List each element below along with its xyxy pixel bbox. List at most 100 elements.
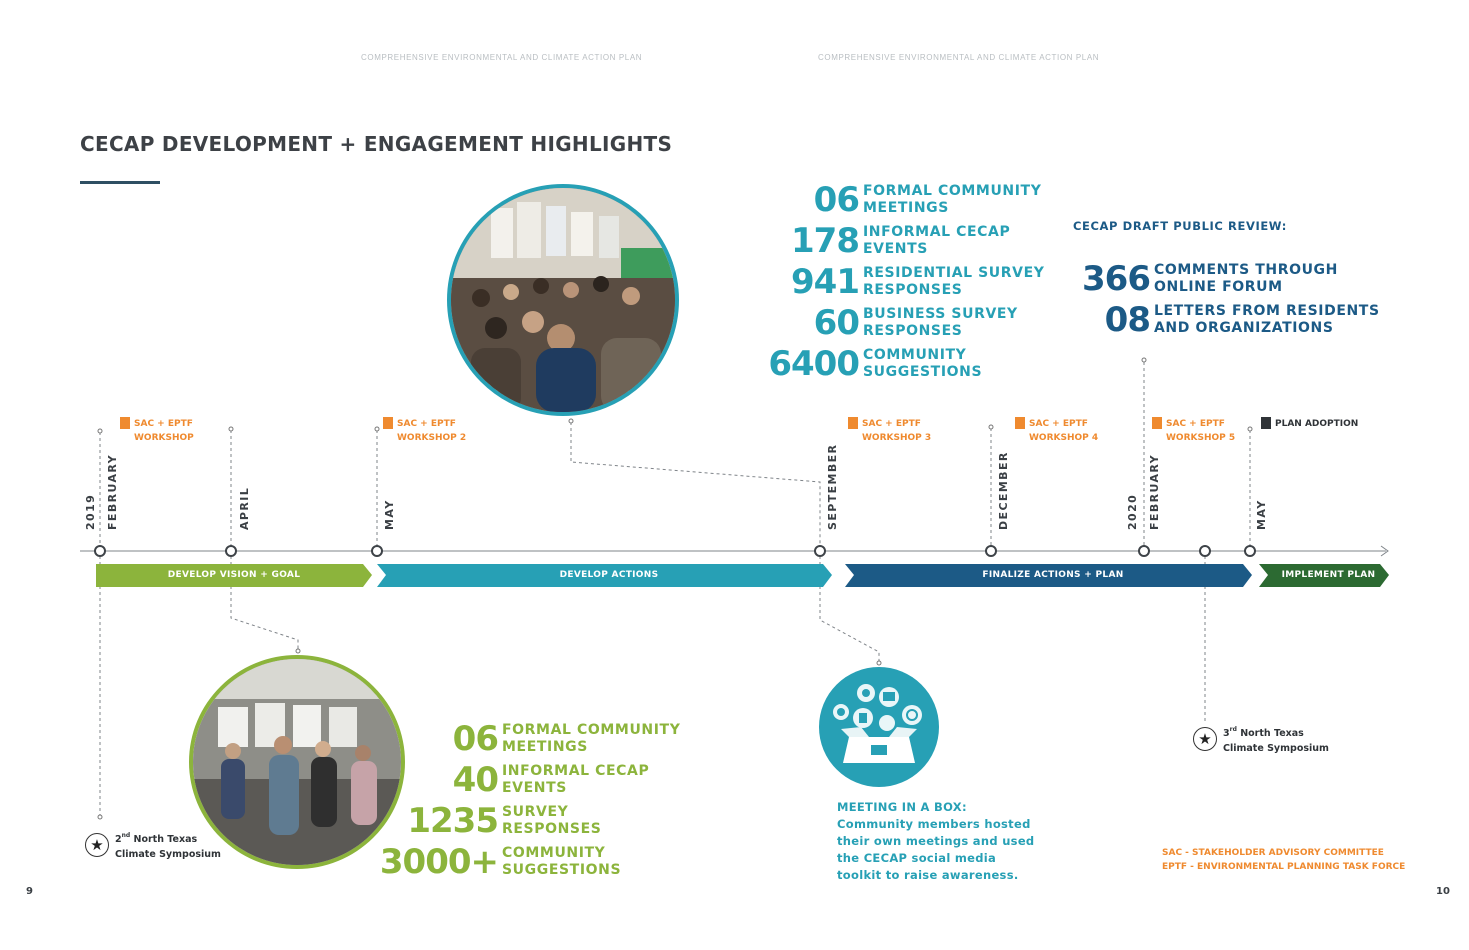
meeting-in-a-box-illustration [819,667,939,787]
meeting-box-line: toolkit to raise awareness. [837,868,1019,882]
meeting-box-line: their own meetings and used [837,834,1035,848]
black-flag-icon [1261,417,1271,429]
pin-dot [97,814,103,820]
legend-sac: SAC - STAKEHOLDER ADVISORY COMMITTEE [1162,848,1384,858]
timeline-node [1138,545,1150,557]
stat-number: 178 [791,220,860,261]
stat-label: RESIDENTIAL SURVEY RESPONSES [863,264,1045,298]
stat-label: BUSINESS SURVEY RESPONSES [863,305,1018,339]
meeting-box-line: the CECAP social media [837,851,997,865]
stat-label: FORMAL COMMUNITY MEETINGS [863,182,1042,216]
stat-row: 3000+ COMMUNITY SUGGESTIONS [360,841,680,882]
workshop-label: SAC + EPTF WORKSHOP 3 [862,419,932,443]
stat-row: 178 INFORMAL CECAP EVENTS [738,220,1045,261]
stat-label: INFORMAL CECAP EVENTS [502,762,650,796]
connector-photo-top [570,422,821,545]
tools-icon [871,745,887,755]
phase-label-finalize: FINALIZE ACTIONS + PLAN [982,570,1124,580]
connector-meeting-box [819,556,880,662]
stat-row: 40 INFORMAL CECAP EVENTS [360,759,680,800]
chat-icon [879,715,895,731]
stat-number: 60 [813,302,860,343]
workshop-label: SAC + EPTF WORKSHOP [134,419,194,443]
stat-number: 6400 [768,343,860,384]
stat-row: 08 LETTERS FROM RESIDENTS AND ORGANIZATI… [1070,299,1380,340]
axis-arrowhead [1380,545,1389,557]
orange-flag-icon [848,417,858,429]
stat-number: 3000+ [379,841,499,882]
pin-dot [988,424,994,430]
timeline-node [1199,545,1211,557]
stats-teal: 06 FORMAL COMMUNITY MEETINGS 178 INFORMA… [738,179,1045,384]
stat-row: 6400 COMMUNITY SUGGESTIONS [738,343,1045,384]
phase-label-vision: DEVELOP VISION + GOAL [167,570,301,580]
orange-flag-icon [383,417,393,429]
stat-label: COMMENTS THROUGH ONLINE FORUM [1154,261,1338,295]
stat-row: 366 COMMENTS THROUGH ONLINE FORUM [1070,258,1380,299]
stat-number: 06 [813,179,860,220]
stat-number: 1235 [407,800,499,841]
stat-label: COMMUNITY SUGGESTIONS [502,844,622,878]
workshop-4: SAC + EPTF WORKSHOP 4 [1015,417,1098,445]
phase-arrow-actions [377,564,832,587]
phase-label-implement: IMPLEMENT PLAN [1281,570,1376,580]
stat-row: 941 RESIDENTIAL SURVEY RESPONSES [738,261,1045,302]
running-head-right: COMPREHENSIVE ENVIRONMENTAL AND CLIMATE … [818,53,1100,62]
plan-adoption-label: PLAN ADOPTION [1275,419,1359,429]
star-icon: ★ [1193,727,1217,751]
phase-arrow-vision [96,564,372,587]
phase-arrow-finalize [845,564,1252,587]
pin-dot [1141,357,1147,363]
stats-public-review: 366 COMMENTS THROUGH ONLINE FORUM 08 LET… [1070,258,1380,340]
phase-arrow-implement [1259,564,1389,587]
stat-label: SURVEY RESPONSES [502,803,602,837]
stat-number: 06 [452,718,499,759]
stat-number: 941 [791,261,860,302]
workshop-1: SAC + EPTF WORKSHOP [120,417,194,445]
stat-label: LETTERS FROM RESIDENTS AND ORGANIZATIONS [1154,302,1380,336]
symposium-text: 3rd North Texas Climate Symposium [1223,726,1329,754]
workshop-3: SAC + EPTF WORKSHOP 3 [848,417,931,445]
workshop-label: SAC + EPTF WORKSHOP 5 [1166,419,1236,443]
pin-dot [295,648,301,654]
pin-dot [876,660,882,666]
pin-dot [568,418,574,424]
stat-number: 08 [1104,299,1151,340]
stat-number: 366 [1082,258,1151,299]
symposium-3: ★ 3rd North Texas Climate Symposium [1193,722,1329,756]
workshop-5: SAC + EPTF WORKSHOP 5 [1152,417,1235,445]
page-number-right: 10 [1436,886,1450,897]
timeline-node [371,545,383,557]
symposium-text: 2nd North Texas Climate Symposium [115,832,221,860]
stat-row: 60 BUSINESS SURVEY RESPONSES [738,302,1045,343]
pin-dot [374,426,380,432]
workshop-label: SAC + EPTF WORKSHOP 2 [397,419,467,443]
workshop-label: SAC + EPTF WORKSHOP 4 [1029,419,1099,443]
stat-row: 06 FORMAL COMMUNITY MEETINGS [738,179,1045,220]
orange-flag-icon [1015,417,1025,429]
timeline-node [814,545,826,557]
stat-label: FORMAL COMMUNITY MEETINGS [502,721,681,755]
stat-label: COMMUNITY SUGGESTIONS [863,346,983,380]
stat-row: 1235 SURVEY RESPONSES [360,800,680,841]
plan-adoption: PLAN ADOPTION [1261,417,1358,431]
stat-row: 06 FORMAL COMMUNITY MEETINGS [360,718,680,759]
title-underline [80,181,160,184]
open-house-photo [189,655,405,869]
pin-dot [97,428,103,434]
orange-flag-icon [1152,417,1162,429]
timeline-node [985,545,997,557]
phase-label-actions: DEVELOP ACTIONS [559,570,659,580]
refresh-icon [902,705,922,725]
pin-dot [228,426,234,432]
orange-flag-icon [120,417,130,429]
symposium-2: ★ 2nd North Texas Climate Symposium [85,828,221,862]
acronym-legend: SAC - STAKEHOLDER ADVISORY COMMITTEE EPT… [1162,846,1405,874]
stats-green: 06 FORMAL COMMUNITY MEETINGS 40 INFORMAL… [360,718,680,882]
meeting-box-heading: MEETING IN A BOX: [837,800,967,814]
timeline-node [1244,545,1256,557]
pin-dot [1247,426,1253,432]
stat-label: INFORMAL CECAP EVENTS [863,223,1011,257]
